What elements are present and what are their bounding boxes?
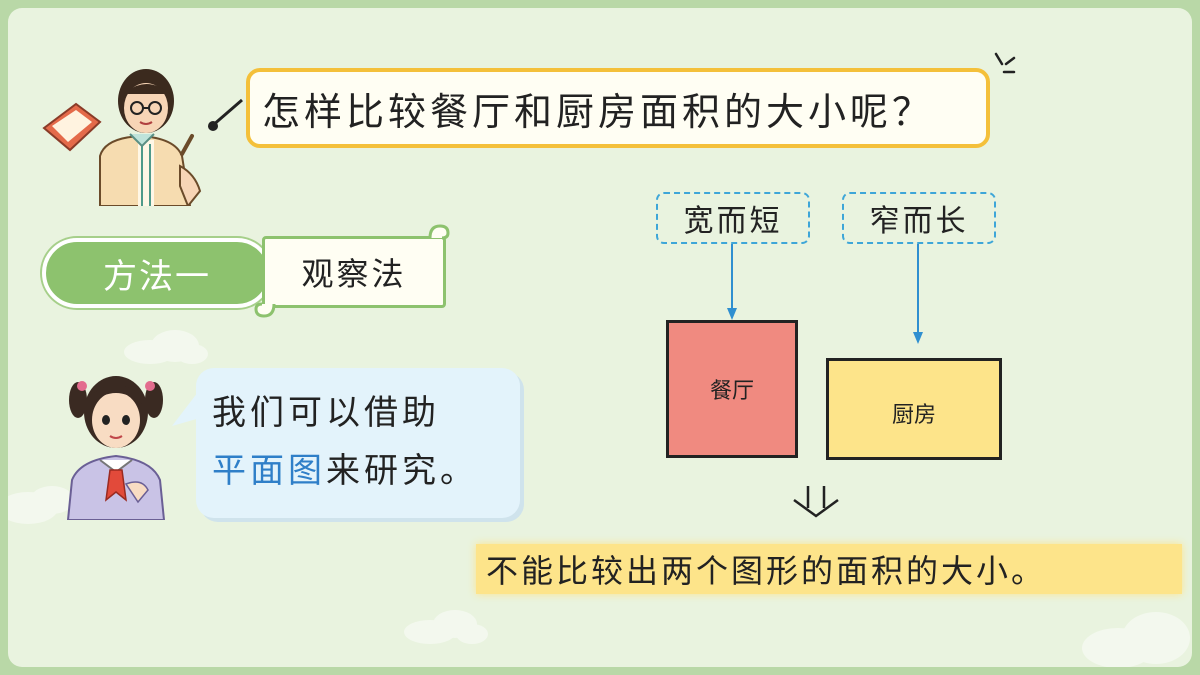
- sparkle-icon: [994, 52, 1016, 74]
- conclusion-text: 不能比较出两个图形的面积的大小。: [476, 544, 1182, 594]
- tag-wide-short: 宽而短: [656, 192, 810, 244]
- teacher-figure: [42, 69, 202, 206]
- girl-figure: [66, 376, 166, 520]
- double-down-arrow-icon: [793, 486, 839, 518]
- cloud-icon: [124, 330, 208, 364]
- girl-speech-bubble: 我们可以借助 平面图来研究。: [196, 368, 520, 518]
- slide: 怎样比较餐厅和厨房面积的大小呢？ 方法一 观察法 我们可以借助 平面图来研究。 …: [8, 8, 1192, 667]
- scroll-curl-icon: [428, 224, 450, 240]
- question-bubble: 怎样比较餐厅和厨房面积的大小呢？: [246, 68, 990, 148]
- cloud-icon: [404, 610, 488, 644]
- highlight-term: 平面图: [212, 451, 326, 491]
- tag-narrow-long: 窄而长: [842, 192, 996, 244]
- speech-line-1: 我们可以借助: [212, 393, 440, 433]
- pointer-line: [208, 98, 243, 131]
- scroll-curl-icon: [254, 302, 276, 318]
- arrow-to-dining: [727, 244, 737, 320]
- speech-line-2-rest: 来研究。: [326, 451, 478, 491]
- method-name: 观察法: [262, 236, 446, 308]
- dining-room-rect: 餐厅: [666, 320, 798, 458]
- cloud-icon: [1082, 612, 1190, 667]
- speech-line-2: 平面图来研究。: [212, 442, 520, 500]
- cloud-icon: [8, 486, 74, 524]
- arrow-to-kitchen: [913, 244, 923, 344]
- speech-tail: [172, 392, 200, 426]
- method-pill: 方法一: [42, 238, 272, 308]
- kitchen-rect: 厨房: [826, 358, 1002, 460]
